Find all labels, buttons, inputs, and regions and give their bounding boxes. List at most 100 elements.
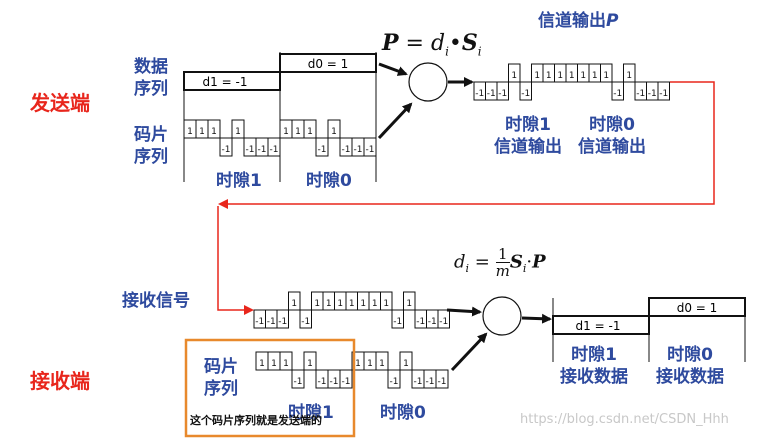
chip-cell: 1: [380, 291, 393, 311]
chip-cell: -1: [634, 81, 647, 101]
chip-cell: -1: [519, 81, 532, 101]
chip-cell: -1: [255, 137, 269, 157]
svg-text:-1: -1: [267, 317, 276, 327]
channel-output-title: 信道输出P: [538, 11, 619, 31]
chip-cell: -1: [243, 137, 257, 157]
svg-text:-1: -1: [366, 145, 375, 155]
receiver-slot0-label: 时隙0: [380, 403, 426, 423]
svg-text:1: 1: [187, 127, 193, 137]
result-bit-d0: d0 = 1: [677, 301, 718, 315]
sender-data-seq-label: 数据序列: [134, 57, 168, 99]
chip-cell: -1: [315, 137, 329, 157]
arrow-data-to-mult: [378, 62, 408, 76]
chip-cell: -1: [646, 81, 659, 101]
svg-text:-1: -1: [246, 145, 255, 155]
svg-text:1: 1: [259, 359, 265, 369]
chip-cell: 1: [623, 63, 636, 83]
chip-cell: 1: [368, 291, 381, 311]
svg-text:-1: -1: [393, 317, 402, 327]
chip-cell: 1: [399, 351, 413, 371]
chip-cell: 1: [600, 63, 613, 83]
chip-cell: -1: [327, 369, 341, 389]
sender-data-sequence: d1 = -1 d0 = 1: [183, 52, 377, 182]
svg-text:-1: -1: [613, 89, 622, 99]
svg-text:-1: -1: [294, 377, 303, 387]
chip-cell: 1: [279, 119, 293, 139]
highlight-note: 这个码片序列就是发送端的: [190, 414, 322, 427]
chip-cell: 1: [357, 291, 370, 311]
svg-text:1: 1: [283, 359, 289, 369]
sender-chip-seq-label: 码片序列: [134, 125, 168, 167]
svg-text:1: 1: [235, 127, 241, 137]
sender-bit-d0: d0 = 1: [308, 57, 349, 71]
svg-text:-1: -1: [438, 377, 447, 387]
receiver-label: 接收端: [30, 369, 90, 393]
chip-cell: 1: [207, 119, 221, 139]
svg-text:1: 1: [603, 71, 609, 81]
svg-text:-1: -1: [330, 377, 339, 387]
chip-cell: 1: [183, 119, 197, 139]
chip-cell: -1: [339, 369, 353, 389]
svg-text:1: 1: [314, 299, 320, 309]
sender-multiplier: [408, 62, 448, 102]
chip-cell: 1: [267, 351, 281, 371]
svg-text:1: 1: [580, 71, 586, 81]
svg-text:-1: -1: [318, 377, 327, 387]
svg-text:1: 1: [557, 71, 563, 81]
svg-text:-1: -1: [498, 89, 507, 99]
svg-text:-1: -1: [416, 317, 425, 327]
chip-cell: -1: [291, 369, 305, 389]
svg-text:-1: -1: [659, 89, 668, 99]
arrow-chip-to-recv-mult: [450, 332, 488, 372]
chip-cell: 1: [291, 119, 305, 139]
svg-text:1: 1: [355, 359, 361, 369]
svg-text:-1: -1: [648, 89, 657, 99]
svg-text:1: 1: [383, 299, 389, 309]
chip-cell: -1: [414, 309, 427, 329]
chip-cell: 1: [554, 63, 567, 83]
svg-text:-1: -1: [636, 89, 645, 99]
chip-cell: 1: [588, 63, 601, 83]
chip-cell: -1: [437, 309, 450, 329]
svg-text:1: 1: [307, 127, 313, 137]
chip-cell: -1: [423, 369, 437, 389]
svg-text:1: 1: [271, 359, 277, 369]
chip-cell: 1: [322, 291, 335, 311]
chip-cell: -1: [426, 309, 439, 329]
chip-cell: 1: [565, 63, 578, 83]
arrow-chip-to-mult: [377, 102, 413, 140]
svg-text:-1: -1: [270, 145, 279, 155]
svg-text:1: 1: [211, 127, 217, 137]
chip-cell: -1: [496, 81, 509, 101]
chip-cell: -1: [657, 81, 670, 101]
chip-cell: 1: [255, 351, 269, 371]
chip-cell: -1: [219, 137, 233, 157]
svg-text:1: 1: [295, 127, 301, 137]
chip-cell: -1: [363, 137, 377, 157]
chip-cell: 1: [531, 63, 544, 83]
chip-cell: -1: [339, 137, 353, 157]
svg-text:-1: -1: [414, 377, 423, 387]
result-bit-d1: d1 = -1: [576, 319, 621, 333]
svg-text:-1: -1: [428, 317, 437, 327]
chip-cell: -1: [253, 309, 266, 329]
receiver-slot1-label: 时隙1: [288, 403, 334, 423]
svg-text:-1: -1: [258, 145, 267, 155]
receiver-chip-seq-label: 码片序列: [204, 357, 238, 399]
receiver-result-sequence: d1 = -1 d0 = 1: [552, 297, 746, 362]
svg-text:1: 1: [337, 299, 343, 309]
sender-slot0-label: 时隙0: [306, 171, 352, 191]
sender-label: 发送端: [30, 91, 90, 115]
chip-cell: 1: [327, 119, 341, 139]
svg-text:1: 1: [403, 359, 409, 369]
highlight-box: [184, 338, 356, 438]
chip-cell: -1: [265, 309, 278, 329]
sender-slot1-label: 时隙1: [216, 171, 262, 191]
chip-cell: 1: [231, 119, 245, 139]
chip-cell: 1: [303, 351, 317, 371]
